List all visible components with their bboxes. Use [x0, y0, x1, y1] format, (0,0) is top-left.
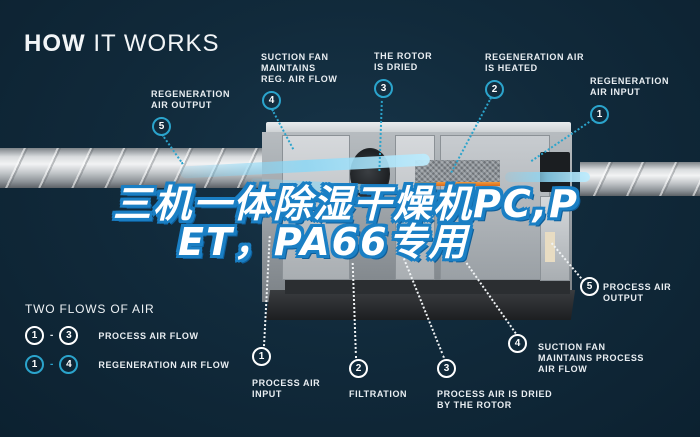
callout-regen-5-badge: 5 [152, 117, 171, 136]
callout-regen-3-badge: 3 [374, 79, 393, 98]
legend-dash: - [50, 330, 54, 341]
callout-regen-1-badge: 1 [590, 105, 609, 124]
callout-process-5-badge: 5 [580, 277, 599, 296]
title-rest: IT WORKS [85, 30, 220, 57]
legend-regen-from-badge: 1 [25, 355, 44, 374]
callout-process-2-badge: 2 [349, 359, 368, 378]
overlay-headline-line2: ET，PA66专用 [178, 220, 469, 264]
overlay-headline-line1: 三机一体除湿干燥机PC,P [113, 182, 580, 226]
diagram-title: HOW IT WORKS [24, 30, 220, 58]
title-bold: HOW [24, 30, 86, 57]
legend-item-regeneration: 1 - 4 REGENERATION AIR FLOW [25, 355, 229, 374]
machine-top-lid [266, 122, 571, 134]
legend-process-from-badge: 1 [25, 326, 44, 345]
callout-process-3-badge: 3 [437, 359, 456, 378]
callout-process-2-label: FILTRATION [349, 389, 408, 399]
legend-title: TWO FLOWS OF AIR [25, 302, 155, 316]
right-duct-ribs [580, 162, 700, 196]
callout-regen-4-badge: 4 [262, 91, 281, 110]
callout-regen-2-badge: 2 [485, 80, 504, 99]
callout-process-1-badge: 1 [252, 347, 271, 366]
callout-process-4-badge: 4 [508, 334, 527, 353]
right-side-panel [540, 196, 570, 281]
legend-process-to-badge: 3 [59, 326, 79, 345]
filter-mesh [415, 160, 500, 182]
machine-base [265, 290, 576, 320]
process-output-vent [545, 232, 555, 262]
machine-floor [285, 280, 570, 294]
legend-item-process: 1 - 3 PROCESS AIR FLOW [25, 326, 199, 345]
legend-regen-to-badge: 4 [59, 355, 79, 374]
legend-dash: - [50, 359, 54, 370]
legend-regen-label: REGENERATION AIR FLOW [98, 359, 230, 370]
legend-process-label: PROCESS AIR FLOW [98, 330, 199, 341]
regeneration-airflow-stream-right [505, 172, 590, 182]
heater-element [415, 182, 500, 186]
